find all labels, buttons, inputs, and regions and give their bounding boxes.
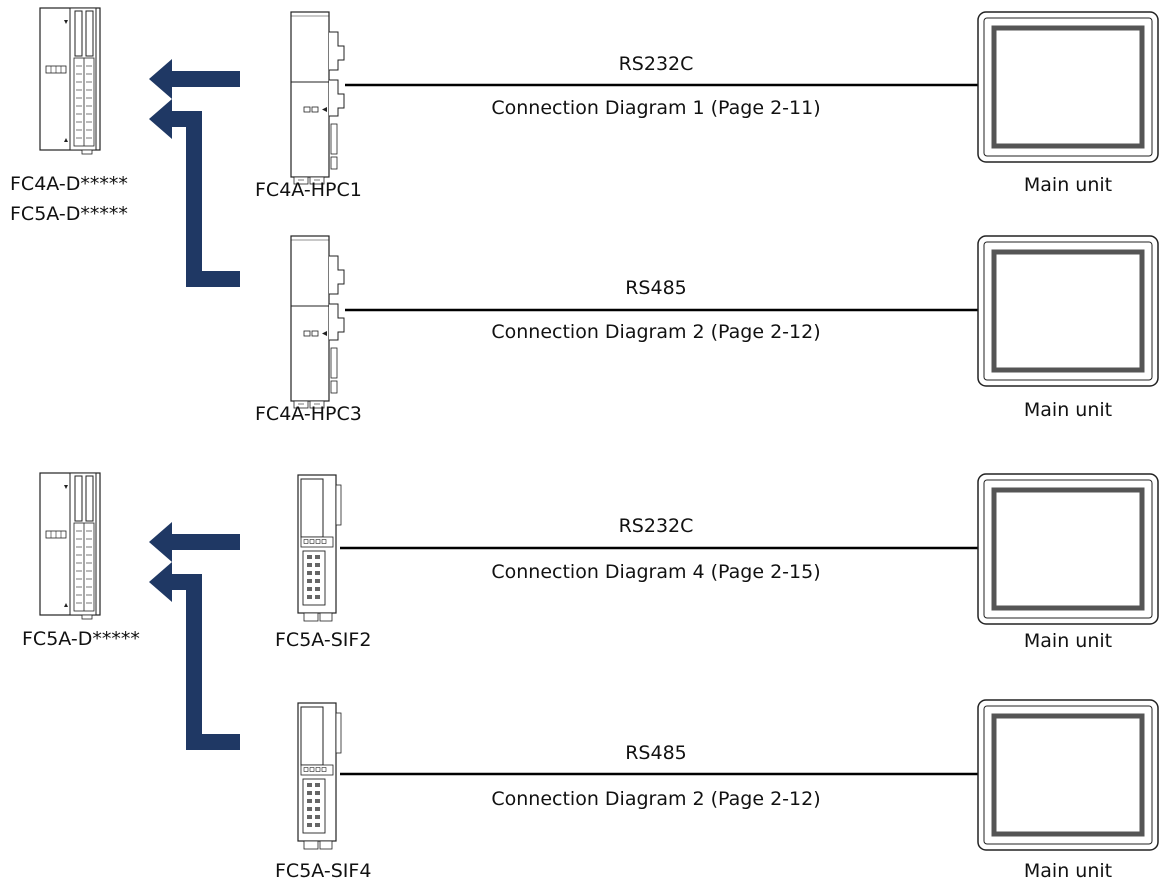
hpc-comm-module-icon <box>290 235 345 409</box>
main-unit-label: Main unit <box>1024 399 1112 421</box>
module-label: FC5A-SIF4 <box>275 860 371 882</box>
touch-panel-icon <box>978 700 1158 850</box>
hpc-comm-module-icon <box>290 11 345 185</box>
plc-label-line: FC5A-D***** <box>10 203 128 225</box>
main-unit-label: Main unit <box>1024 174 1112 196</box>
plc-label-line: FC4A-D***** <box>10 173 128 195</box>
main-unit-label: Main unit <box>1024 630 1112 652</box>
connection-arrow-icon <box>149 59 240 99</box>
plc-unit-icon <box>39 472 101 620</box>
protocol-label: RS232C <box>619 53 694 75</box>
connection-arrow-icon <box>149 522 240 562</box>
module-label: FC5A-SIF2 <box>275 629 371 651</box>
protocol-label: RS485 <box>625 742 687 764</box>
module-label: FC4A-HPC1 <box>255 179 362 201</box>
connection-arrow-icon <box>149 99 240 287</box>
protocol-label: RS232C <box>619 515 694 537</box>
diagram-reference: Connection Diagram 4 (Page 2-15) <box>491 561 820 583</box>
touch-panel-icon <box>978 474 1158 624</box>
diagram-reference: Connection Diagram 2 (Page 2-12) <box>491 321 820 343</box>
diagram-reference: Connection Diagram 1 (Page 2-11) <box>491 97 820 119</box>
module-label: FC4A-HPC3 <box>255 403 362 425</box>
connection-arrow-icon <box>149 562 240 750</box>
plc-label-line: FC5A-D***** <box>22 628 140 650</box>
plc-unit-icon <box>39 7 101 155</box>
main-unit-label: Main unit <box>1024 860 1112 882</box>
diagram-reference: Connection Diagram 2 (Page 2-12) <box>491 788 820 810</box>
protocol-label: RS485 <box>625 277 687 299</box>
touch-panel-icon <box>978 236 1158 386</box>
sif-comm-module-icon <box>297 702 342 850</box>
sif-comm-module-icon <box>297 474 342 622</box>
touch-panel-icon <box>978 12 1158 162</box>
